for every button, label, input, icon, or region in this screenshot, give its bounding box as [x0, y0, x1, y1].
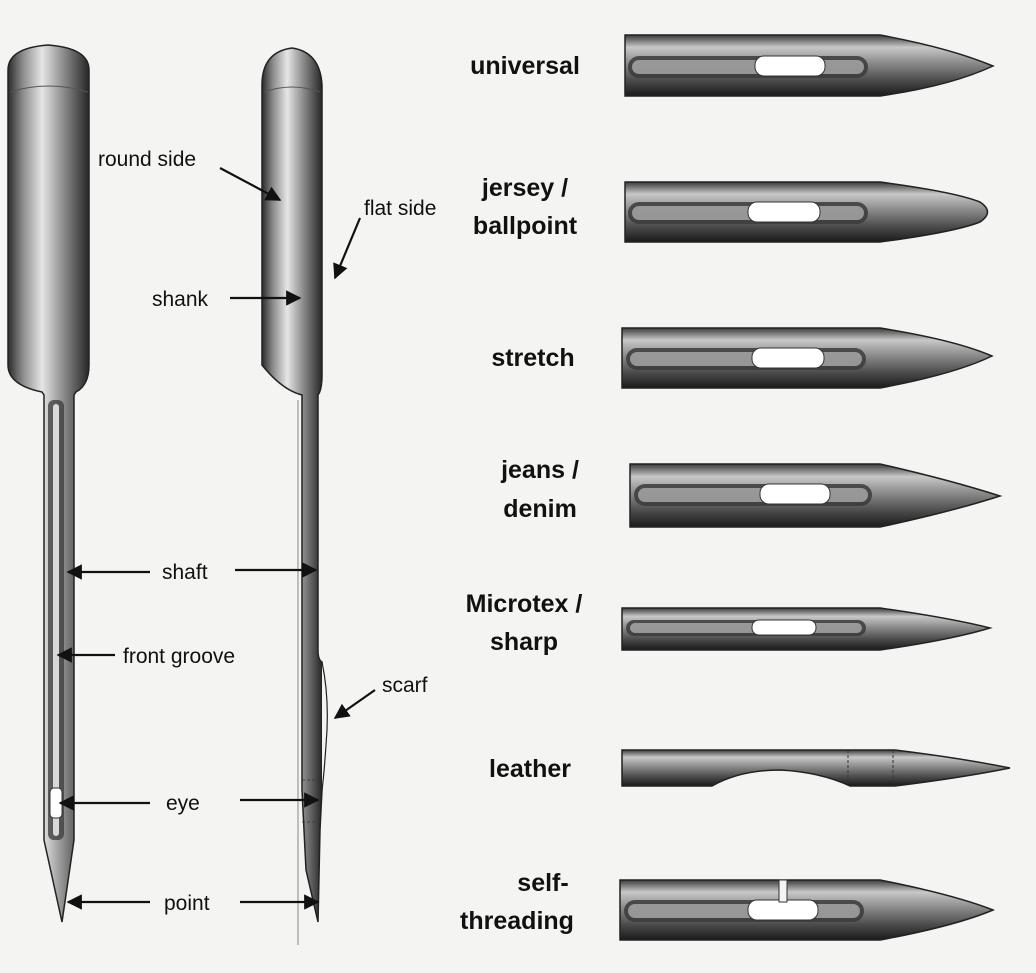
label-round-side: round side — [98, 148, 196, 171]
needle-type-jeans-denim: jeans / denim — [500, 456, 1003, 528]
scarf-arrow — [333, 689, 376, 719]
label-scarf: scarf — [382, 674, 428, 697]
label-flat-side: flat side — [364, 197, 436, 220]
type-label-microtex-line1: Microtex / — [466, 590, 583, 618]
eye-stretch — [751, 347, 825, 369]
anatomy-arrows — [56, 167, 376, 910]
needle-type-universal: universal — [470, 34, 995, 97]
needle-type-microtex-sharp: Microtex / sharp — [466, 590, 993, 656]
round-side-arrow — [219, 167, 282, 201]
label-eye: eye — [166, 792, 200, 815]
eye-universal — [754, 55, 826, 77]
type-label-self-line2: threading — [460, 907, 574, 935]
type-label-jeans-line1: jeans / — [500, 456, 579, 484]
type-label-stretch: stretch — [491, 344, 574, 372]
label-front-groove: front groove — [123, 645, 235, 668]
threading-slot — [778, 879, 788, 903]
eye-jeans — [759, 483, 831, 505]
side-view-needle — [261, 47, 328, 945]
label-point: point — [164, 892, 210, 915]
eye-microtex — [751, 619, 817, 636]
type-label-jersey-line1: jersey / — [481, 174, 568, 202]
anatomy-labels: round side flat side shank shaft front g… — [98, 148, 436, 915]
eye-jersey — [747, 201, 821, 223]
needle-type-self-threading: self- threading — [460, 869, 995, 941]
type-label-microtex-line2: sharp — [490, 628, 558, 656]
side-needle-body — [261, 47, 323, 923]
needle-type-jersey-ballpoint: jersey / ballpoint — [473, 174, 989, 243]
label-shank: shank — [152, 288, 209, 311]
needle-types: universal jersey / ballpoint stretch jea… — [460, 34, 1011, 941]
flat-side-arrow — [333, 217, 362, 280]
needle-type-leather: leather — [489, 749, 1011, 787]
scarf-recess — [321, 661, 328, 791]
type-label-jersey-line2: ballpoint — [473, 212, 578, 240]
type-label-leather: leather — [489, 755, 571, 783]
type-label-self-line1: self- — [517, 869, 568, 897]
label-shaft: shaft — [162, 561, 208, 584]
front-view-needle — [7, 44, 90, 923]
eye-self-threading — [747, 899, 819, 921]
type-label-jeans-line2: denim — [503, 495, 577, 523]
type-label-universal: universal — [470, 52, 580, 80]
needle-type-stretch: stretch — [491, 327, 994, 389]
